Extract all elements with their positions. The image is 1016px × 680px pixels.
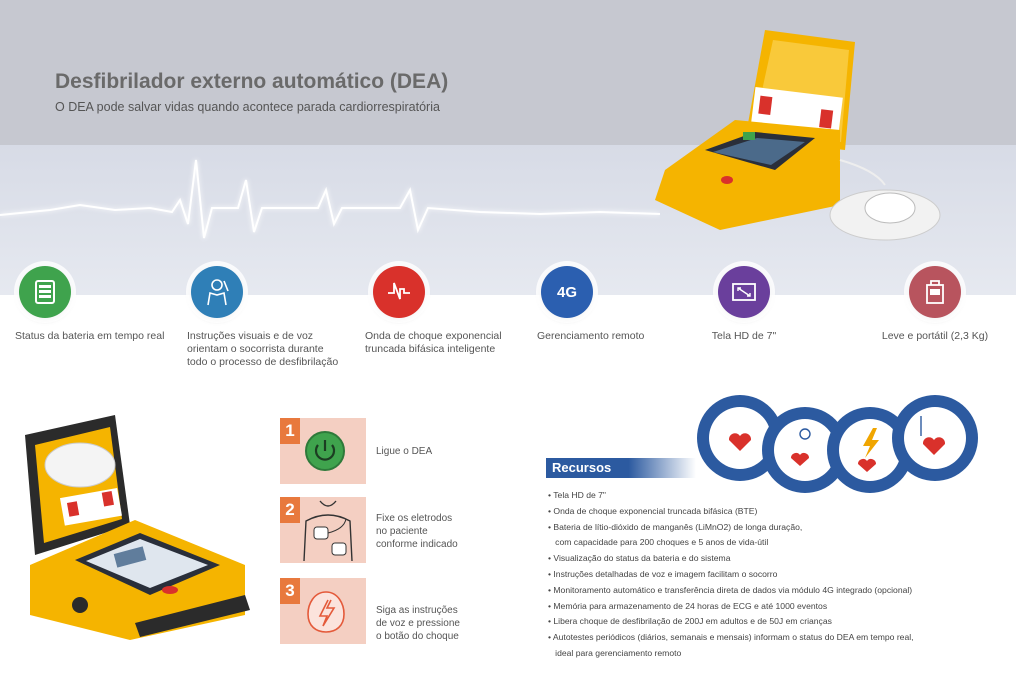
4g-text: 4G	[556, 283, 577, 301]
feature-label: Instruções visuais e de voz orientam o s…	[187, 330, 339, 368]
4g-icon: 4G	[541, 266, 593, 318]
chain-ring-4	[892, 395, 978, 481]
page-title: Desfibrilador externo automático (DEA)	[55, 70, 449, 93]
page-subtitle: O DEA pode salvar vidas quando acontece …	[55, 100, 440, 114]
step-number: 2	[280, 497, 300, 523]
resource-item: com capacidade para 200 choques e 5 anos…	[548, 537, 769, 548]
chain-ring-2	[762, 407, 848, 493]
step-2-box: 2	[280, 497, 366, 563]
feature-label: Gerenciamento remoto	[537, 330, 645, 342]
feature-portable: Leve e portátil (2,3 Kg)	[860, 266, 1010, 343]
resource-item: • Memória para armazenamento de 24 horas…	[548, 600, 828, 611]
electrodes-icon	[303, 500, 353, 561]
screen-icon	[718, 266, 770, 318]
resources-list: • Tela HD de 7" • Onda de choque exponen…	[548, 488, 988, 662]
feature-label: Tela HD de 7"	[711, 330, 777, 342]
step-3-text: Siga as instruções de voz e pressione o …	[376, 605, 460, 642]
feature-label: Leve e portátil (2,3 Kg)	[881, 330, 989, 342]
resources-header	[546, 458, 696, 478]
power-icon	[305, 431, 345, 471]
step-1-box: 1	[280, 418, 366, 484]
resource-item: • Autotestes periódicos (diários, semana…	[548, 632, 914, 643]
feature-label: Status da bateria em tempo real	[15, 330, 165, 342]
chain-ring-1	[697, 395, 783, 481]
aed-case-image	[25, 415, 250, 640]
resource-item: • Visualização do status da bateria e do…	[548, 553, 731, 564]
resource-item: • Monitoramento automático e transferênc…	[548, 584, 913, 595]
feature-battery: Status da bateria em tempo real	[0, 266, 164, 343]
resources-title: Recursos	[552, 460, 612, 475]
feature-label: Onda de choque exponencial truncada bifá…	[365, 330, 502, 355]
chain-ring-3	[827, 407, 913, 493]
resource-item: ideal para gerenciamento remoto	[548, 647, 682, 658]
portable-icon	[909, 266, 961, 318]
shock-icon	[307, 591, 345, 633]
step-number: 1	[280, 418, 300, 444]
step-3-box: 3	[280, 578, 366, 644]
feature-shockwave: Onda de choque exponencial truncada bifá…	[365, 266, 535, 356]
resource-item: • Tela HD de 7"	[548, 490, 606, 500]
resource-item: • Libera choque de desfibrilação de 200J…	[548, 616, 832, 627]
rescuer-icon	[191, 266, 243, 318]
feature-voice-instructions: Instruções visuais e de voz orientam o s…	[187, 266, 357, 369]
step-number: 3	[280, 578, 300, 604]
feature-remote: 4G Gerenciamento remoto	[537, 266, 707, 343]
battery-icon	[19, 266, 71, 318]
ecg-line	[0, 159, 660, 239]
aed-device-image	[655, 30, 941, 241]
resource-item: • Bateria de lítio-dióxido de manganês (…	[548, 521, 803, 532]
feature-hd-screen: Tela HD de 7"	[694, 266, 794, 343]
resource-item: • Instruções detalhadas de voz e imagem …	[548, 568, 778, 579]
resource-item: • Onda de choque exponencial truncada bi…	[548, 505, 758, 516]
step-1-text: Ligue o DEA	[376, 446, 433, 457]
chain-of-survival-diagram	[697, 395, 978, 493]
waveform-icon	[373, 266, 425, 318]
step-2-text: Fixe os eletrodos no paciente conforme i…	[376, 513, 458, 550]
